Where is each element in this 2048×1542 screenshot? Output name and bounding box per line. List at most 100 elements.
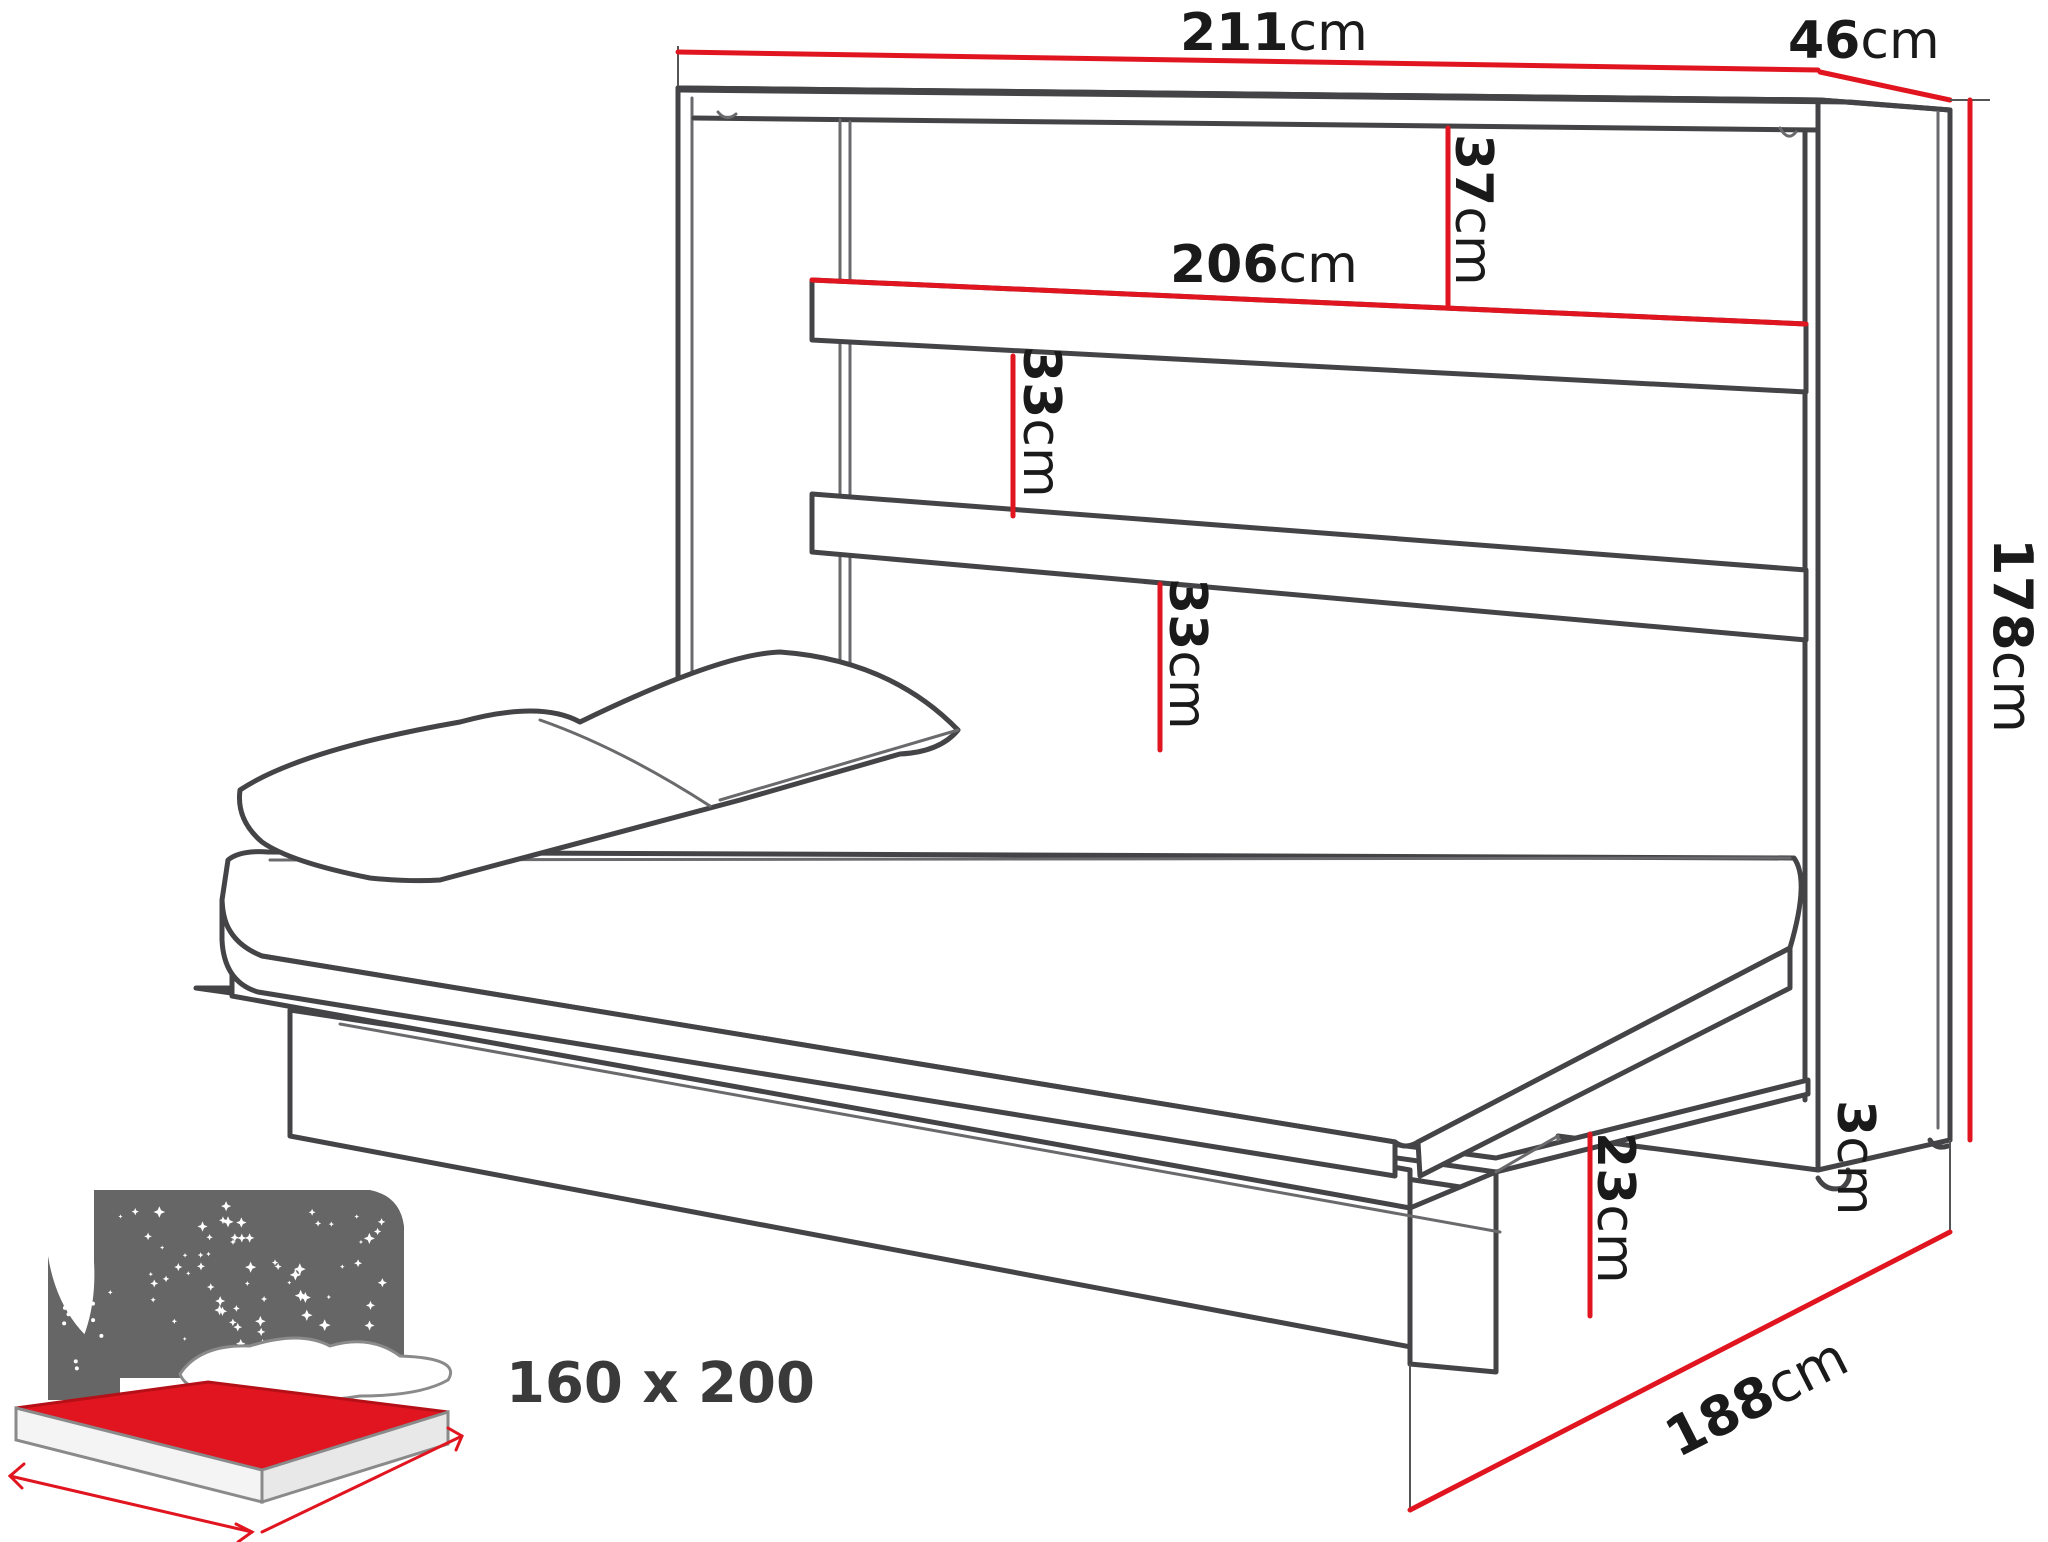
mattress-size-label: 160 x 200 <box>506 1351 815 1416</box>
star <box>118 1214 123 1219</box>
star <box>150 1297 156 1303</box>
star <box>230 1239 236 1245</box>
star-pattern <box>55 1201 387 1371</box>
star <box>148 1271 153 1277</box>
star <box>257 1327 266 1336</box>
star <box>206 1283 215 1291</box>
mattress <box>219 849 1804 1179</box>
star <box>301 1309 313 1321</box>
star <box>318 1319 331 1332</box>
shelf-upper <box>809 277 1809 395</box>
star <box>326 1294 332 1300</box>
star <box>206 1251 211 1257</box>
star <box>308 1208 316 1216</box>
star <box>233 1305 240 1312</box>
star <box>260 1295 268 1303</box>
star <box>293 1263 306 1276</box>
star <box>182 1253 188 1258</box>
star <box>206 1234 213 1241</box>
mattress-icon <box>7 1190 464 1542</box>
label-plinth: 3cm <box>1825 1100 1885 1215</box>
star <box>62 1305 67 1310</box>
label-length: 188cm <box>1655 1325 1857 1470</box>
star <box>233 1322 243 1332</box>
star <box>244 1281 250 1286</box>
star <box>289 1269 301 1281</box>
star <box>377 1218 386 1226</box>
label-gap-middle: 33cm <box>1011 346 1071 498</box>
label-depth: 46cm <box>1788 11 1940 71</box>
label-leg-height: 23cm <box>1585 1132 1645 1284</box>
star <box>236 1339 246 1349</box>
star <box>230 1233 239 1242</box>
dimension-labels: 211cm 46cm 206cm 37cm 33cm 33cm 178cm 23… <box>1011 3 2044 1470</box>
star <box>66 1312 71 1317</box>
star <box>237 1233 247 1243</box>
star <box>196 1262 205 1271</box>
star <box>79 1271 84 1276</box>
dim-line-shelf <box>809 277 1809 327</box>
dim-line-length <box>1407 1229 1953 1513</box>
star <box>354 1214 359 1219</box>
star <box>153 1206 166 1218</box>
star <box>363 1232 375 1244</box>
shelves <box>809 277 1809 643</box>
label-gap-top: 37cm <box>1443 134 1503 286</box>
star <box>107 1290 113 1295</box>
star <box>219 1216 227 1225</box>
front-leg <box>1407 1169 1499 1375</box>
star <box>244 1233 255 1243</box>
star <box>182 1336 187 1341</box>
star <box>55 1274 60 1279</box>
label-shelf-width: 206cm <box>1170 235 1358 295</box>
star <box>186 1271 191 1276</box>
star <box>365 1300 376 1310</box>
label-width: 211cm <box>1180 3 1368 63</box>
star <box>197 1252 204 1258</box>
star <box>73 1359 78 1364</box>
star <box>255 1315 266 1327</box>
star <box>150 1279 159 1288</box>
star <box>294 1289 307 1302</box>
mattress-side <box>219 897 1398 1179</box>
star <box>74 1366 79 1371</box>
star <box>271 1259 279 1266</box>
star <box>215 1296 226 1306</box>
dimension-lines <box>675 46 1990 1513</box>
star <box>364 1320 375 1331</box>
star <box>99 1333 104 1338</box>
star <box>160 1245 165 1250</box>
star <box>373 1227 382 1236</box>
shelf-lower <box>809 491 1809 643</box>
night-backdrop-fold <box>48 1256 120 1400</box>
star <box>73 1288 78 1293</box>
star <box>197 1221 208 1232</box>
star <box>328 1221 335 1227</box>
star <box>339 1264 345 1269</box>
star <box>299 1291 311 1303</box>
star <box>358 1239 364 1245</box>
star <box>354 1259 363 1268</box>
star <box>274 1263 282 1271</box>
star <box>82 1277 87 1282</box>
star <box>174 1263 183 1272</box>
star <box>222 1216 234 1228</box>
star <box>214 1304 225 1316</box>
star <box>90 1301 95 1306</box>
label-gap-lower: 33cm <box>1157 578 1217 730</box>
pillow <box>236 649 961 884</box>
star <box>245 1261 257 1273</box>
label-height: 178cm <box>1981 538 2044 733</box>
star <box>79 1304 84 1309</box>
star <box>131 1208 139 1216</box>
star <box>62 1321 67 1326</box>
star <box>229 1318 237 1327</box>
dim-line-depth <box>1817 69 1953 103</box>
star <box>144 1232 152 1241</box>
star <box>377 1278 387 1288</box>
star <box>217 1306 228 1316</box>
star <box>314 1220 322 1227</box>
star <box>287 1280 292 1285</box>
star <box>171 1318 178 1324</box>
